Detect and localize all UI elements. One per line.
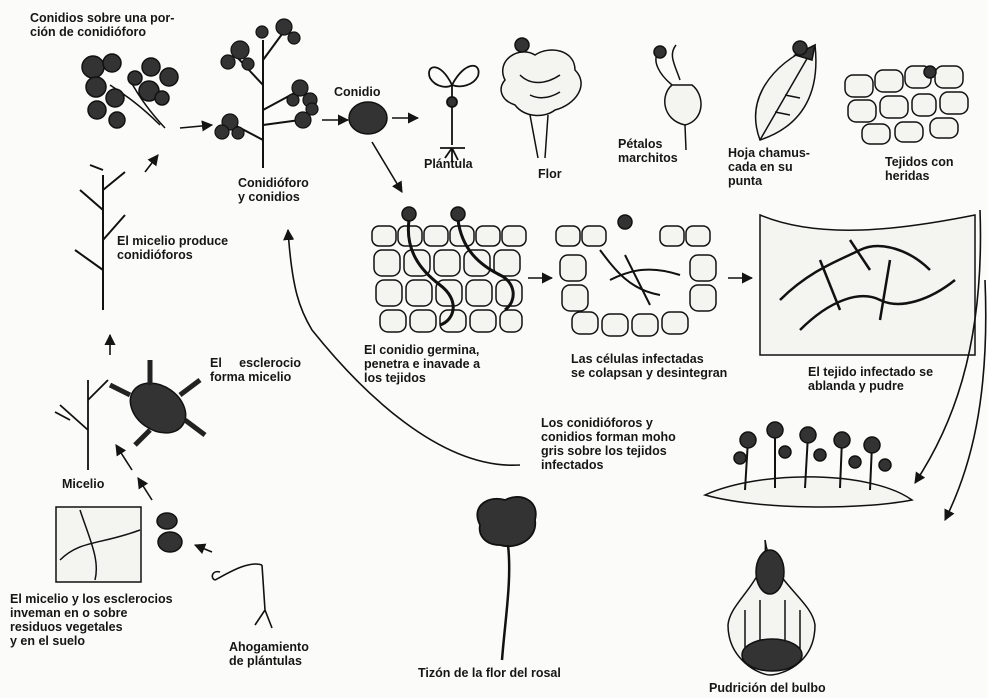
label-seedling: Plántula (424, 157, 473, 171)
softening-tissue (760, 215, 975, 355)
damping-off-seedling-illustration (212, 564, 272, 628)
wilted-petals-illustration (654, 45, 701, 150)
collapsing-cells-tissue (556, 215, 716, 336)
gray-mold-illustration (705, 422, 912, 507)
seedling-illustration (429, 66, 479, 162)
label-flower: Flor (538, 167, 562, 181)
bulb-rot-illustration (728, 540, 815, 675)
rose-blight-illustration (477, 497, 535, 660)
overwintering-sclerotia-illustration (56, 507, 182, 582)
label-conidia-on-conidiophore: Conidios sobre una por-ción de conidiófo… (30, 11, 174, 39)
wounded-tissue-illustration (845, 66, 968, 144)
label-conidium: Conidio (334, 85, 381, 99)
sclerotium-illustration (110, 360, 205, 445)
germinating-conidium-tissue (372, 207, 526, 332)
label-bulb-rot: Pudrición del bulbo (709, 681, 826, 695)
mycelium-illustration (55, 380, 108, 470)
conidiophore-illustration (215, 19, 318, 168)
conidium-shape (349, 102, 387, 134)
conidia-cluster-illustration (82, 54, 178, 128)
flower-illustration (501, 38, 581, 158)
scorched-leaf-illustration (756, 41, 816, 140)
label-mycelium: Micelio (62, 477, 104, 491)
label-rose-blight: Tizón de la flor del rosal (418, 666, 561, 680)
